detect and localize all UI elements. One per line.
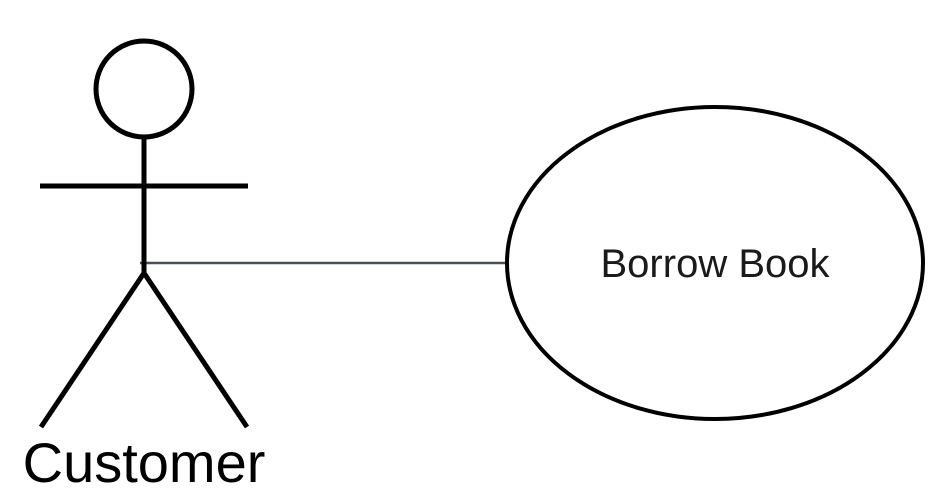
actor-head xyxy=(93,38,195,140)
use-case-borrow-book[interactable]: Borrow Book xyxy=(505,105,925,421)
actor-label: Customer xyxy=(23,431,266,494)
use-case-label: Borrow Book xyxy=(601,242,831,286)
actor-left-leg xyxy=(38,271,147,429)
actor-right-leg xyxy=(141,271,250,429)
use-case-ellipse xyxy=(505,105,925,421)
actor-customer[interactable] xyxy=(38,38,250,429)
